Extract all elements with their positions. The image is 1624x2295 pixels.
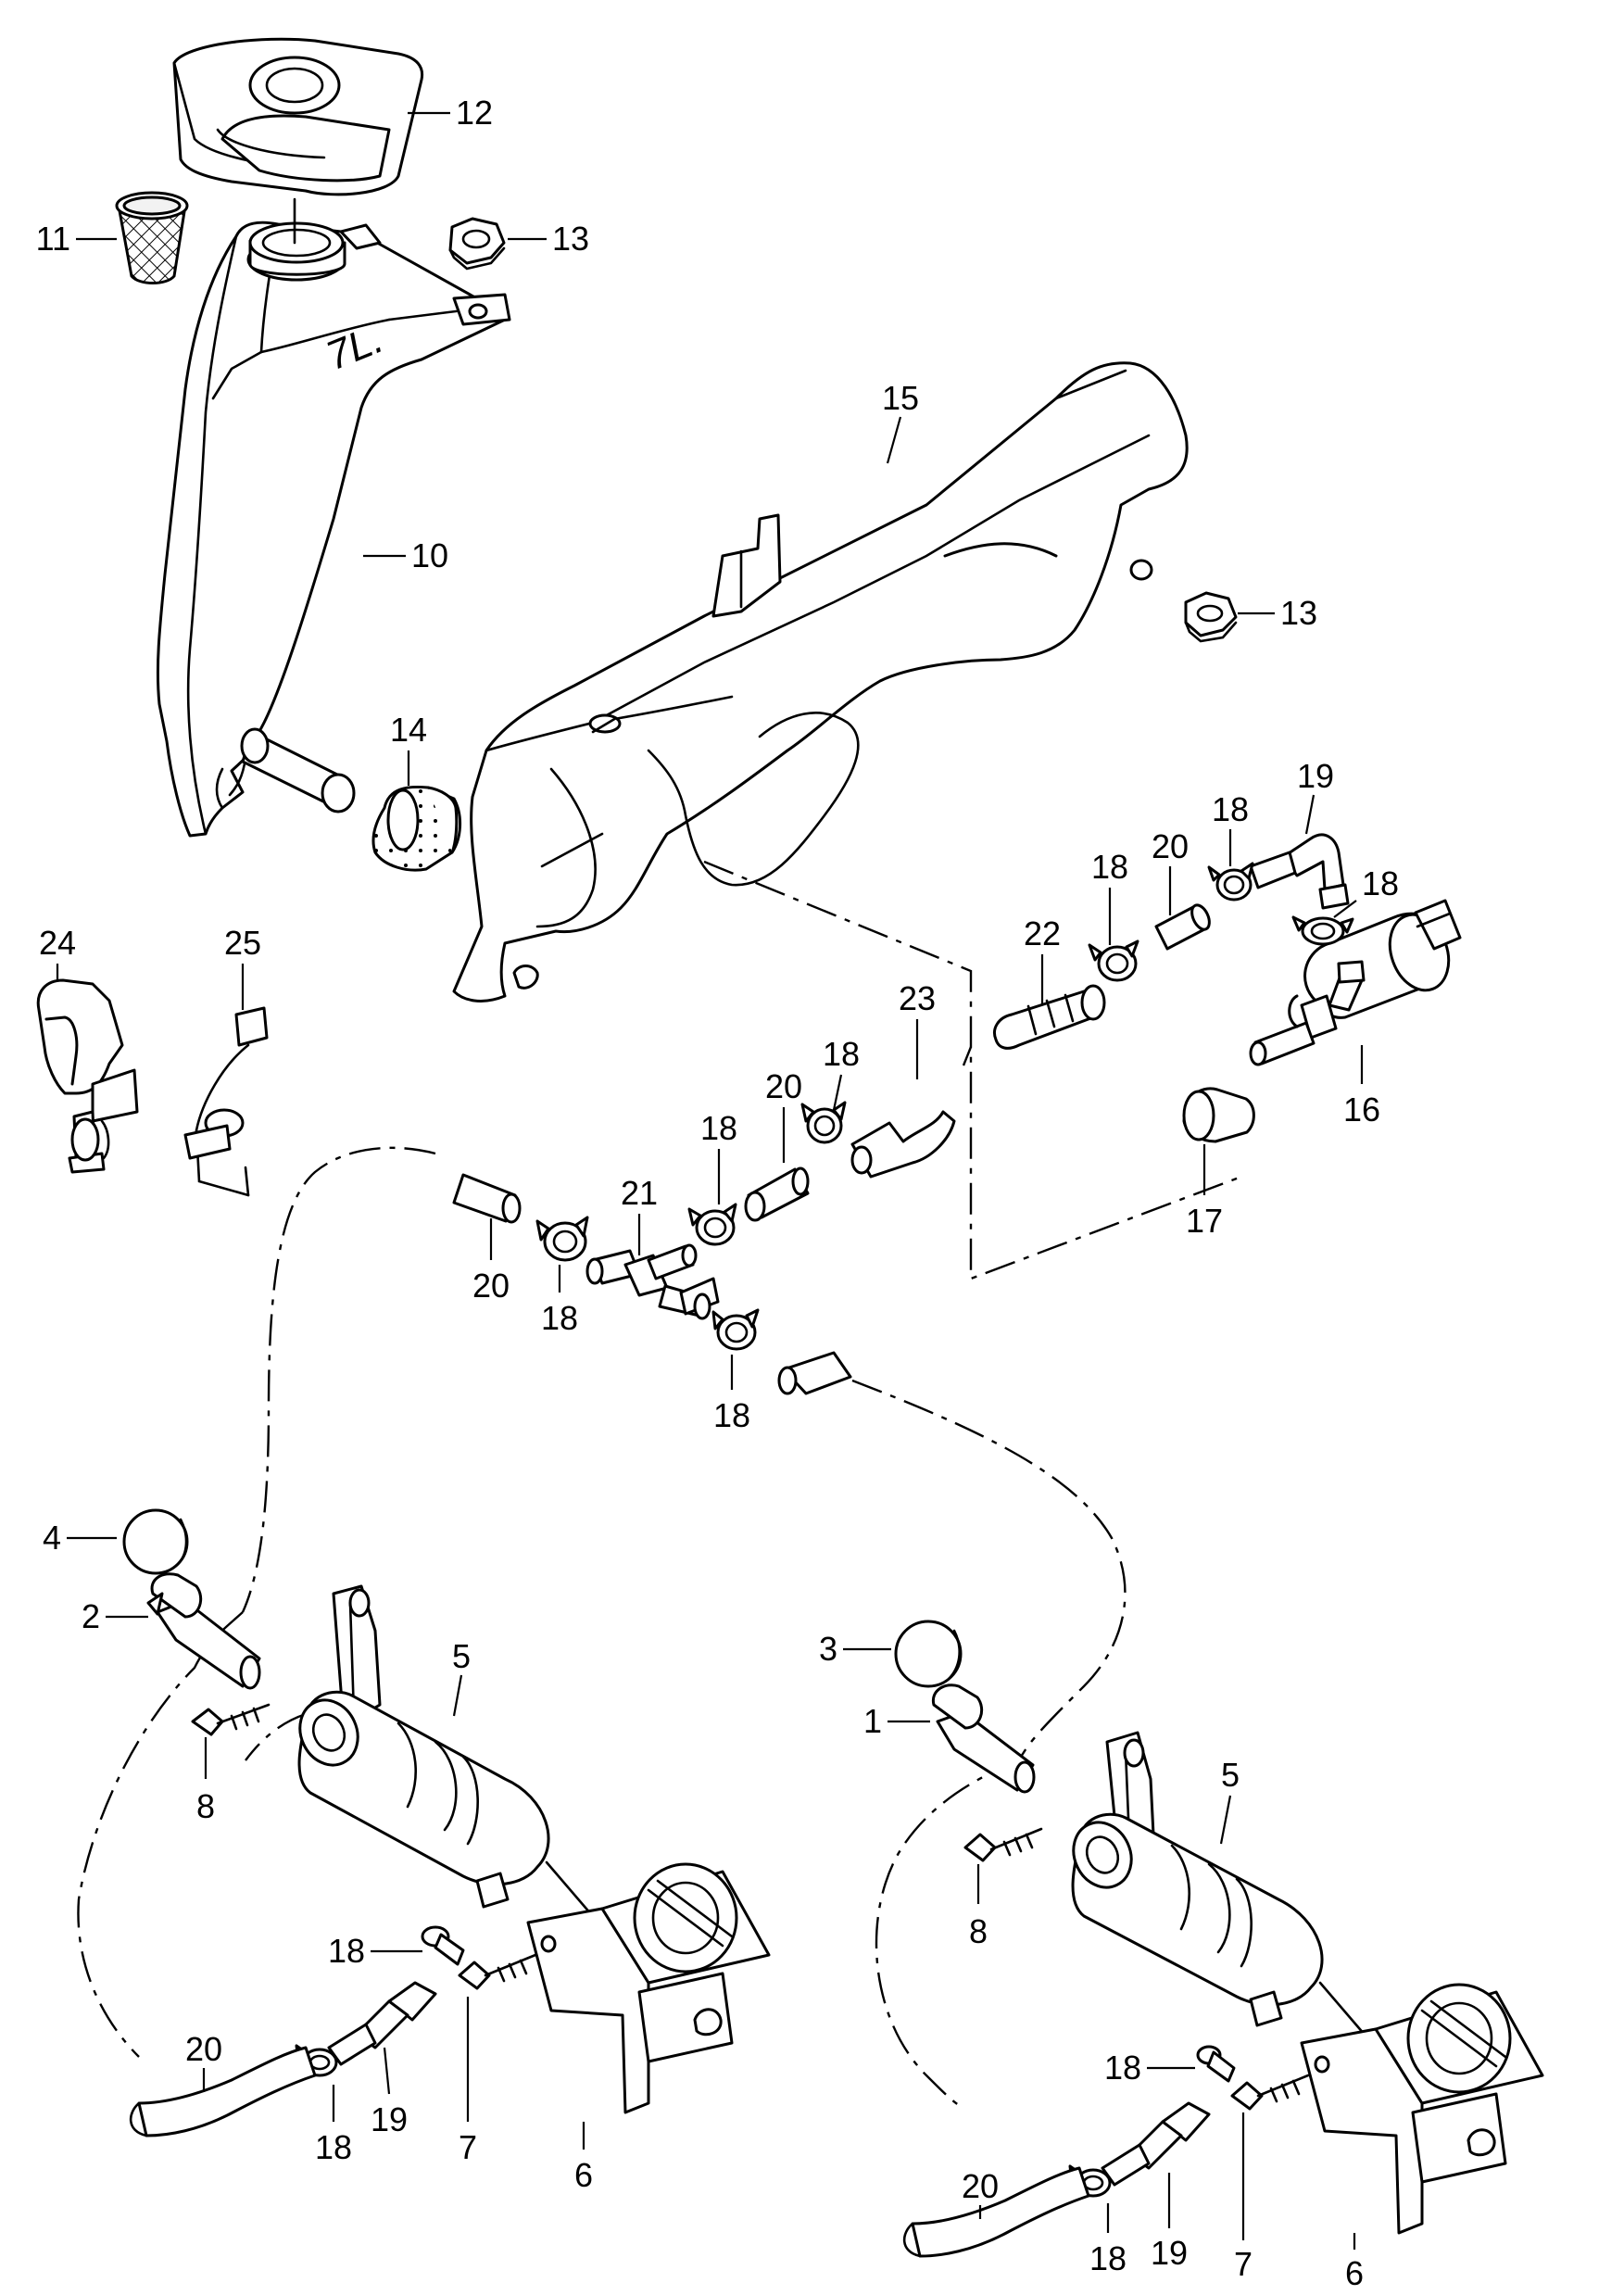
washer-jet-left — [146, 1572, 261, 1690]
hose-connector-left — [327, 1981, 437, 2066]
callout-18: 18 — [823, 1035, 860, 1073]
callout-6: 6 — [574, 2156, 593, 2194]
hose-segment — [744, 1166, 810, 1222]
callout-18: 18 — [1089, 2239, 1127, 2277]
callout-19: 19 — [1151, 2234, 1188, 2272]
washer-jet-right — [931, 1683, 1036, 1794]
callout-15: 15 — [882, 379, 919, 417]
hose-clamp — [800, 1101, 847, 1144]
cover-housing — [452, 361, 1189, 1002]
hose-segment — [1154, 903, 1211, 951]
hex-nut-right — [1184, 591, 1238, 643]
screw-right-lower — [1230, 2074, 1310, 2111]
callout-22: 22 — [1024, 914, 1061, 952]
callout-18: 18 — [700, 1109, 737, 1147]
callout-2: 2 — [82, 1597, 100, 1635]
nozzle-cover-cap-left — [122, 1508, 189, 1575]
callout-8: 8 — [196, 1787, 215, 1825]
callout-18: 18 — [1362, 864, 1399, 902]
hose-segment — [452, 1173, 522, 1224]
nozzle-cover-cap-right — [894, 1620, 963, 1688]
hose-clamp — [421, 1925, 465, 1966]
callout-16: 16 — [1343, 1091, 1380, 1129]
callout-18: 18 — [328, 1932, 365, 1970]
filter-sleeve — [371, 785, 461, 872]
callout-23: 23 — [899, 979, 936, 1017]
hex-nut-top — [448, 217, 506, 271]
callout-20: 20 — [962, 2167, 999, 2205]
callout-13: 13 — [1280, 594, 1317, 632]
hose-left — [129, 2046, 317, 2137]
leader-lines — [56, 111, 1364, 2250]
filter-strainer — [115, 191, 189, 284]
washer-pump — [1249, 899, 1462, 1066]
callout-19: 19 — [1297, 757, 1334, 795]
callout-24: 24 — [39, 924, 76, 962]
callout-25: 25 — [224, 924, 261, 962]
callout-20: 20 — [1152, 827, 1189, 865]
hose-segment — [850, 1110, 956, 1179]
hose-clamp — [535, 1216, 589, 1262]
filler-cap — [172, 37, 424, 245]
callout-14: 14 — [390, 711, 427, 749]
callout-18: 18 — [541, 1299, 578, 1337]
hose-clamp — [1196, 2045, 1236, 2083]
bracket-left — [526, 1862, 771, 2114]
callout-12: 12 — [456, 94, 493, 132]
callout-18: 18 — [713, 1396, 750, 1434]
callout-1: 1 — [863, 1702, 882, 1740]
hose-connector-right — [1101, 2101, 1211, 2187]
hose-clamp — [687, 1203, 737, 1246]
callout-18: 18 — [1104, 2049, 1141, 2087]
callout-8: 8 — [969, 1912, 988, 1950]
callout-20: 20 — [472, 1267, 510, 1305]
callout-11: 11 — [36, 220, 70, 258]
hose-clamp — [1291, 915, 1354, 946]
washer-reservoir: 7L. — [156, 221, 511, 838]
hose-clamp — [1207, 862, 1254, 902]
callout-21: 21 — [621, 1174, 658, 1212]
cable-clip — [36, 978, 139, 1174]
callout-13: 13 — [552, 220, 589, 258]
t-piece — [585, 1243, 720, 1320]
callout-10: 10 — [411, 536, 448, 574]
hose-clamp — [1088, 939, 1139, 982]
callout-7: 7 — [1234, 2245, 1253, 2283]
routing-lines — [77, 860, 1242, 2110]
elbow-connector-top — [1249, 833, 1350, 910]
callout-3: 3 — [819, 1630, 837, 1668]
screw-right-upper — [963, 1827, 1043, 1862]
callout-5: 5 — [1221, 1756, 1240, 1794]
callout-18: 18 — [1212, 790, 1249, 828]
callout-7: 7 — [459, 2128, 477, 2166]
callout-18: 18 — [1091, 848, 1128, 886]
bracket-right — [1300, 1983, 1544, 2235]
pump-grommet — [1182, 1087, 1255, 1143]
screw-left-lower — [458, 1953, 537, 1990]
callout-17: 17 — [1186, 1202, 1223, 1240]
hose-holder-clip — [183, 1006, 269, 1197]
callout-19: 19 — [371, 2100, 408, 2138]
telescopic-cylinder-left — [297, 1584, 604, 1929]
callout-20: 20 — [185, 2030, 222, 2068]
callout-4: 4 — [43, 1519, 61, 1557]
callout-labels: 12 11 13 10 14 15 13 19 18 20 18 18 22 2… — [36, 94, 1399, 2292]
hose-right — [902, 2166, 1090, 2258]
hose-clamp — [711, 1308, 760, 1351]
hose-segment — [777, 1351, 852, 1395]
callout-5: 5 — [452, 1637, 471, 1675]
callout-20: 20 — [765, 1067, 802, 1105]
inline-connector — [993, 984, 1106, 1050]
callout-18: 18 — [315, 2128, 352, 2166]
screw-left-upper — [191, 1703, 271, 1736]
telescopic-cylinder-right — [1071, 1731, 1378, 2049]
callout-6: 6 — [1345, 2254, 1364, 2292]
